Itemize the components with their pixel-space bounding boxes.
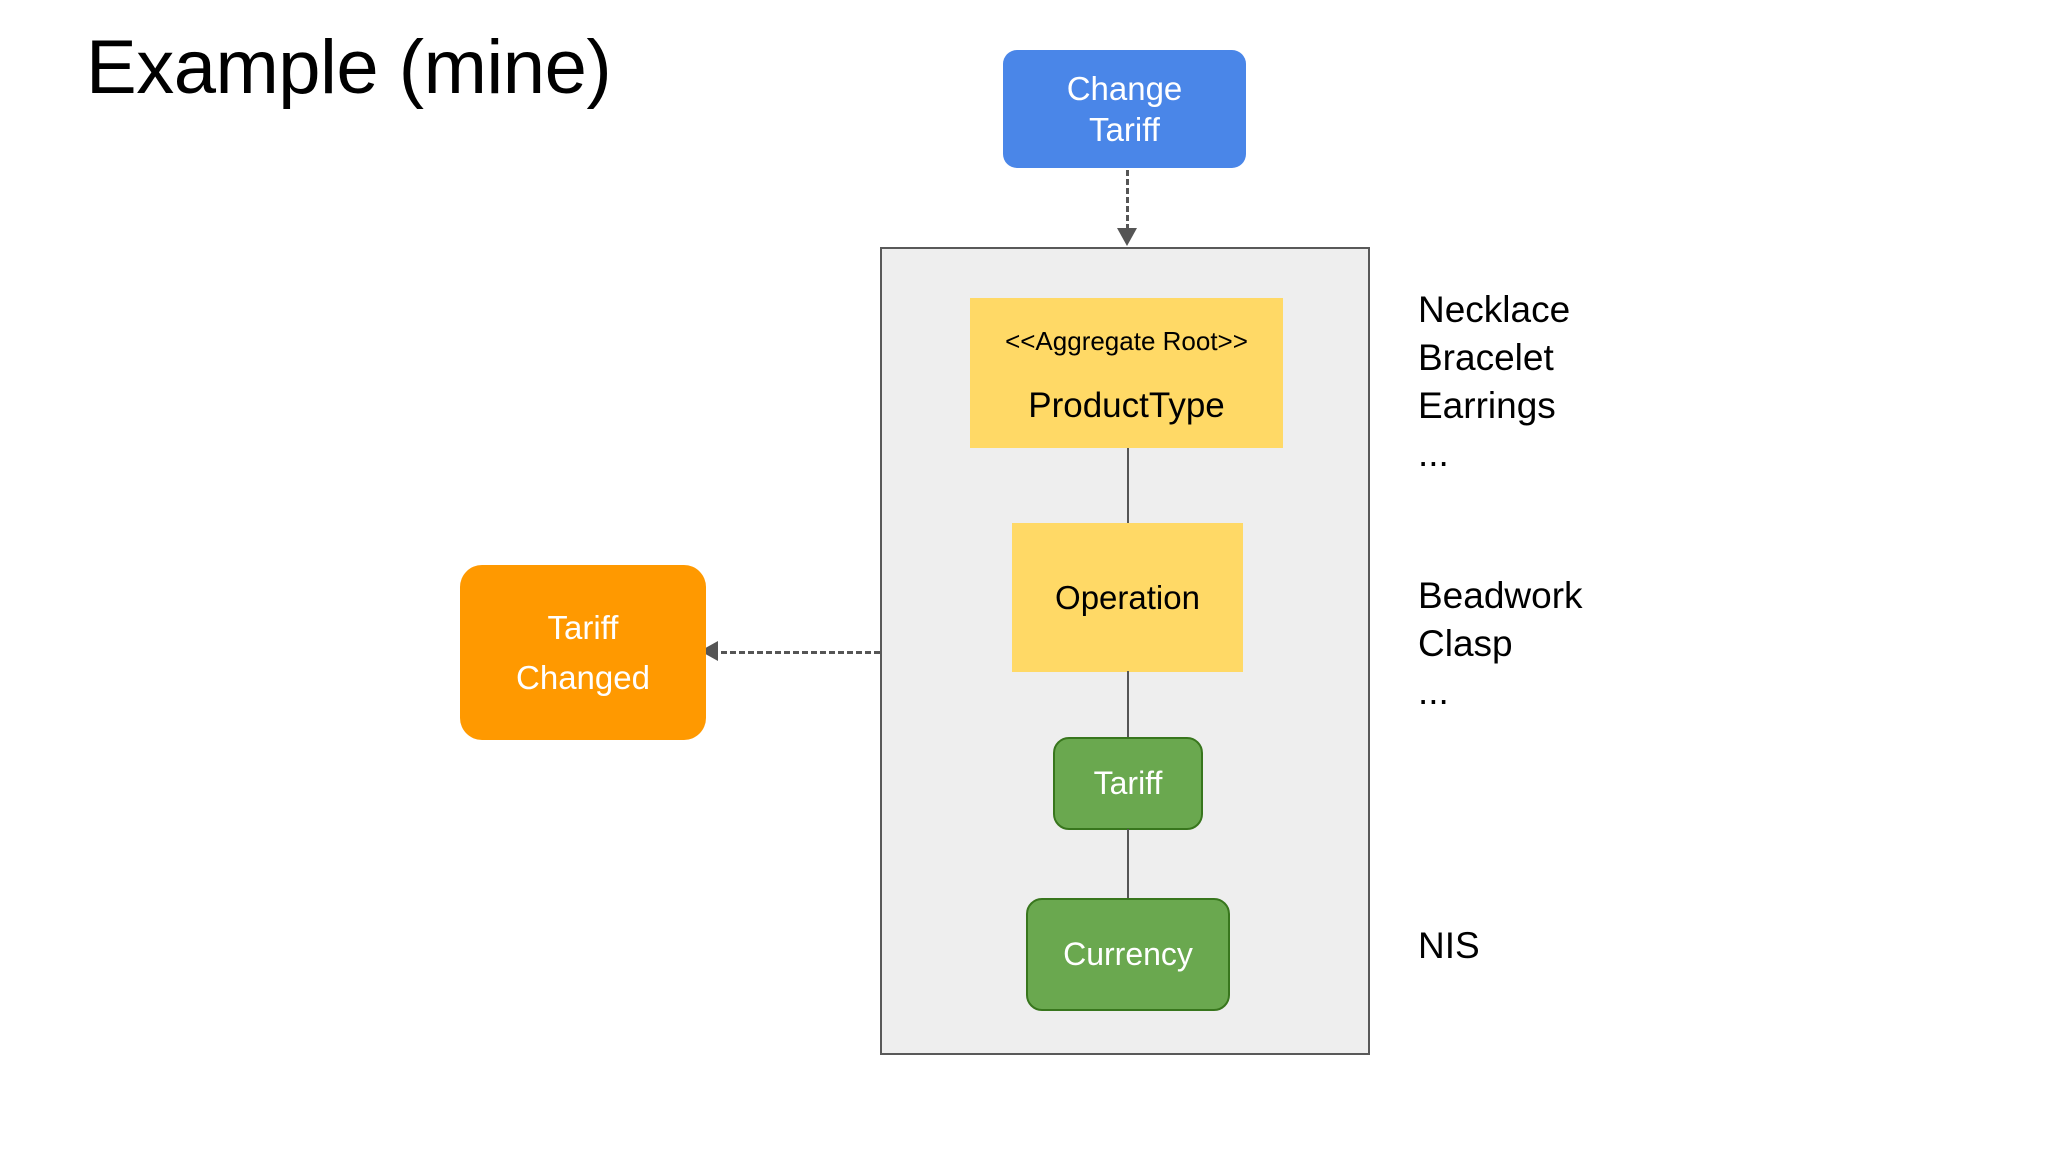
value-node-currency[interactable]: Currency [1026, 898, 1230, 1011]
annotation-product-type-line-1: Necklace [1418, 289, 1571, 330]
event-node-tariff-changed[interactable]: Tariff Changed [460, 565, 706, 740]
annotation-product-type-line-3: Earrings [1418, 385, 1556, 426]
entity-node-product-type[interactable]: <<Aggregate Root>> ProductType [970, 298, 1283, 448]
command-node-label-line2: Tariff [1089, 111, 1160, 148]
command-node-change-tariff[interactable]: Change Tariff [1003, 50, 1246, 168]
annotation-operation-line-1: Beadwork [1418, 575, 1583, 616]
entity-stereotype-label: <<Aggregate Root>> [1005, 326, 1248, 356]
value-node-label-currency: Currency [1063, 936, 1193, 972]
annotation-product-type: Necklace Bracelet Earrings ... [1418, 286, 1570, 478]
annotation-operation-line-2: Clasp [1418, 623, 1513, 664]
value-node-tariff[interactable]: Tariff [1053, 737, 1203, 830]
command-node-label-line1: Change [1066, 70, 1183, 107]
arrowhead-down-icon [1117, 228, 1137, 246]
annotation-operation-ellipsis: ... [1418, 671, 1449, 712]
annotation-product-type-line-2: Bracelet [1418, 337, 1554, 378]
connector-product-type-to-operation [1127, 448, 1129, 524]
event-node-label-line1: Tariff [547, 608, 619, 646]
value-node-label-tariff: Tariff [1093, 765, 1163, 801]
annotation-product-type-ellipsis: ... [1418, 433, 1449, 474]
annotation-currency-line-1: NIS [1418, 925, 1480, 966]
connector-operation-to-tariff [1127, 671, 1129, 738]
annotation-operation: Beadwork Clasp ... [1418, 572, 1583, 716]
entity-node-label-product-type: ProductType [1028, 386, 1225, 425]
connector-command-to-aggregate [1126, 170, 1129, 230]
entity-node-label-operation: Operation [1055, 578, 1200, 616]
page-title: Example (mine) [86, 25, 612, 110]
connector-tariff-to-currency [1127, 829, 1129, 899]
connector-aggregate-to-event [712, 651, 880, 654]
entity-node-operation[interactable]: Operation [1012, 523, 1243, 672]
event-node-label-line2: Changed [516, 658, 650, 696]
annotation-currency: NIS [1418, 922, 1480, 970]
